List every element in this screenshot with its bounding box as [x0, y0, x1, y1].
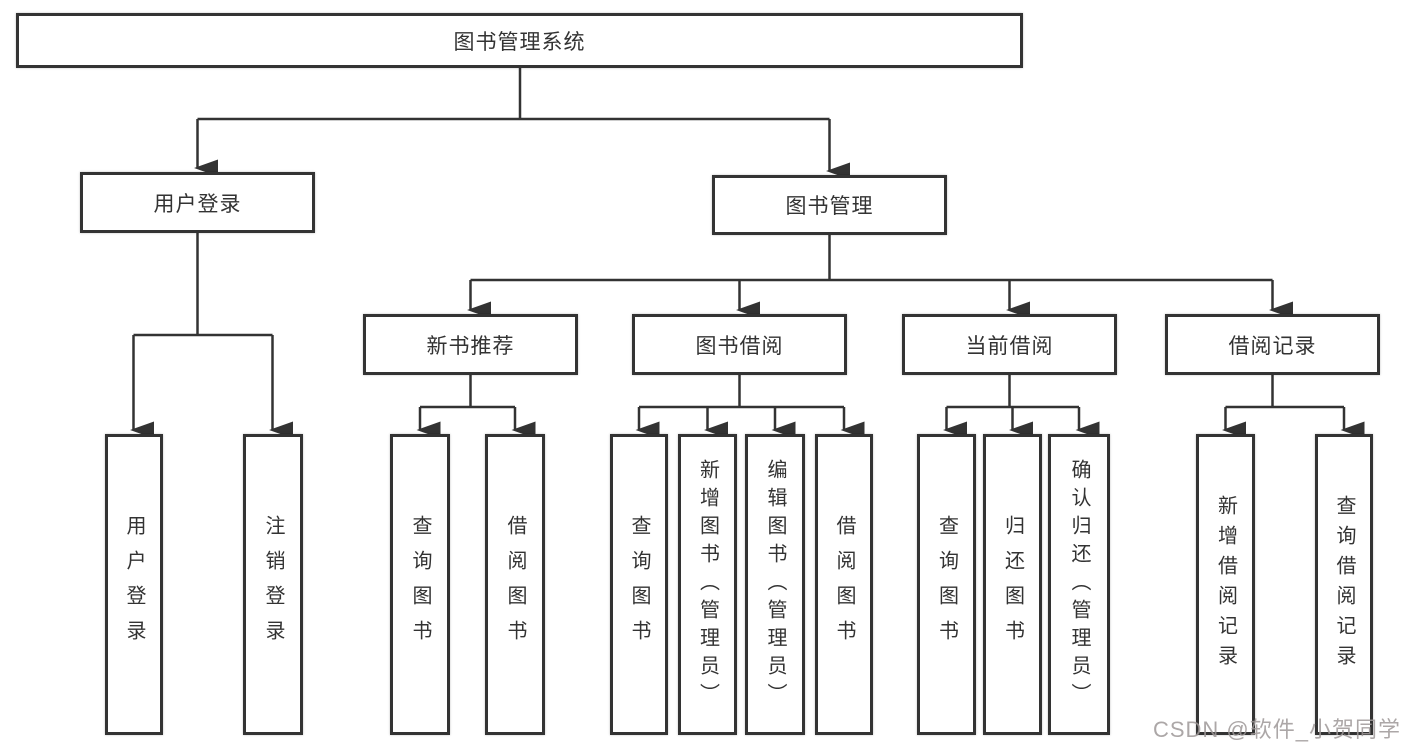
leaf-borrow-book-label: 借阅图书: [833, 514, 855, 655]
node-book-management-label: 图书管理: [785, 195, 874, 218]
node-borrow-record-label: 借阅记录: [1228, 334, 1317, 358]
leaf-query-book-current: 查询图书: [917, 434, 976, 735]
node-root-system: 图书管理系统: [16, 13, 1023, 68]
leaf-return-book-label: 归还图书: [1001, 514, 1024, 655]
node-borrow-record: 借阅记录: [1165, 314, 1380, 375]
leaf-return-book: 归还图书: [983, 434, 1042, 735]
leaf-confirm-return-admin: 确认归还（管理员）: [1048, 434, 1110, 735]
node-book-borrow-label: 图书借阅: [695, 334, 784, 358]
leaf-query-book-recommend: 查询图书: [390, 434, 450, 735]
leaf-add-borrow-record: 新增借阅记录: [1196, 434, 1255, 735]
leaf-query-book-current-label: 查询图书: [935, 514, 958, 655]
node-user-login-label: 用户登录: [153, 192, 242, 216]
leaf-borrow-book-recommend: 借阅图书: [485, 434, 545, 735]
node-new-book-recommend-label: 新书推荐: [426, 334, 515, 358]
leaf-logout-label: 注销登录: [262, 514, 284, 655]
node-root-label: 图书管理系统: [453, 30, 586, 54]
leaf-user-login-label: 用户登录: [123, 514, 145, 655]
leaf-query-borrow-record: 查询借阅记录: [1315, 434, 1373, 735]
leaf-query-book-recommend-label: 查询图书: [409, 514, 431, 655]
leaf-borrow-book: 借阅图书: [815, 434, 873, 735]
leaf-query-book-borrow-label: 查询图书: [628, 514, 650, 655]
node-book-borrow: 图书借阅: [632, 314, 847, 375]
leaf-user-login: 用户登录: [105, 434, 163, 735]
node-new-book-recommend: 新书推荐: [363, 314, 578, 375]
leaf-add-book-admin-label: 新增图书（管理员）: [696, 458, 719, 711]
leaf-edit-book-admin: 编辑图书（管理员）: [745, 434, 805, 735]
leaf-add-book-admin: 新增图书（管理员）: [678, 434, 737, 735]
leaf-query-borrow-record-label: 查询借阅记录: [1333, 494, 1355, 675]
leaf-logout: 注销登录: [243, 434, 303, 735]
node-book-management: 图书管理: [712, 175, 947, 235]
leaf-edit-book-admin-label: 编辑图书（管理员）: [764, 458, 786, 711]
leaf-add-borrow-record-label: 新增借阅记录: [1214, 494, 1237, 675]
node-user-login: 用户登录: [80, 172, 315, 233]
csdn-watermark: CSDN @软件_小贺同学: [1152, 717, 1401, 742]
leaf-query-book-borrow: 查询图书: [610, 434, 668, 735]
node-current-borrow-label: 当前借阅: [965, 334, 1054, 358]
leaf-confirm-return-admin-label: 确认归还（管理员）: [1068, 458, 1090, 711]
node-current-borrow: 当前借阅: [902, 314, 1117, 375]
leaf-borrow-book-recommend-label: 借阅图书: [504, 514, 526, 655]
